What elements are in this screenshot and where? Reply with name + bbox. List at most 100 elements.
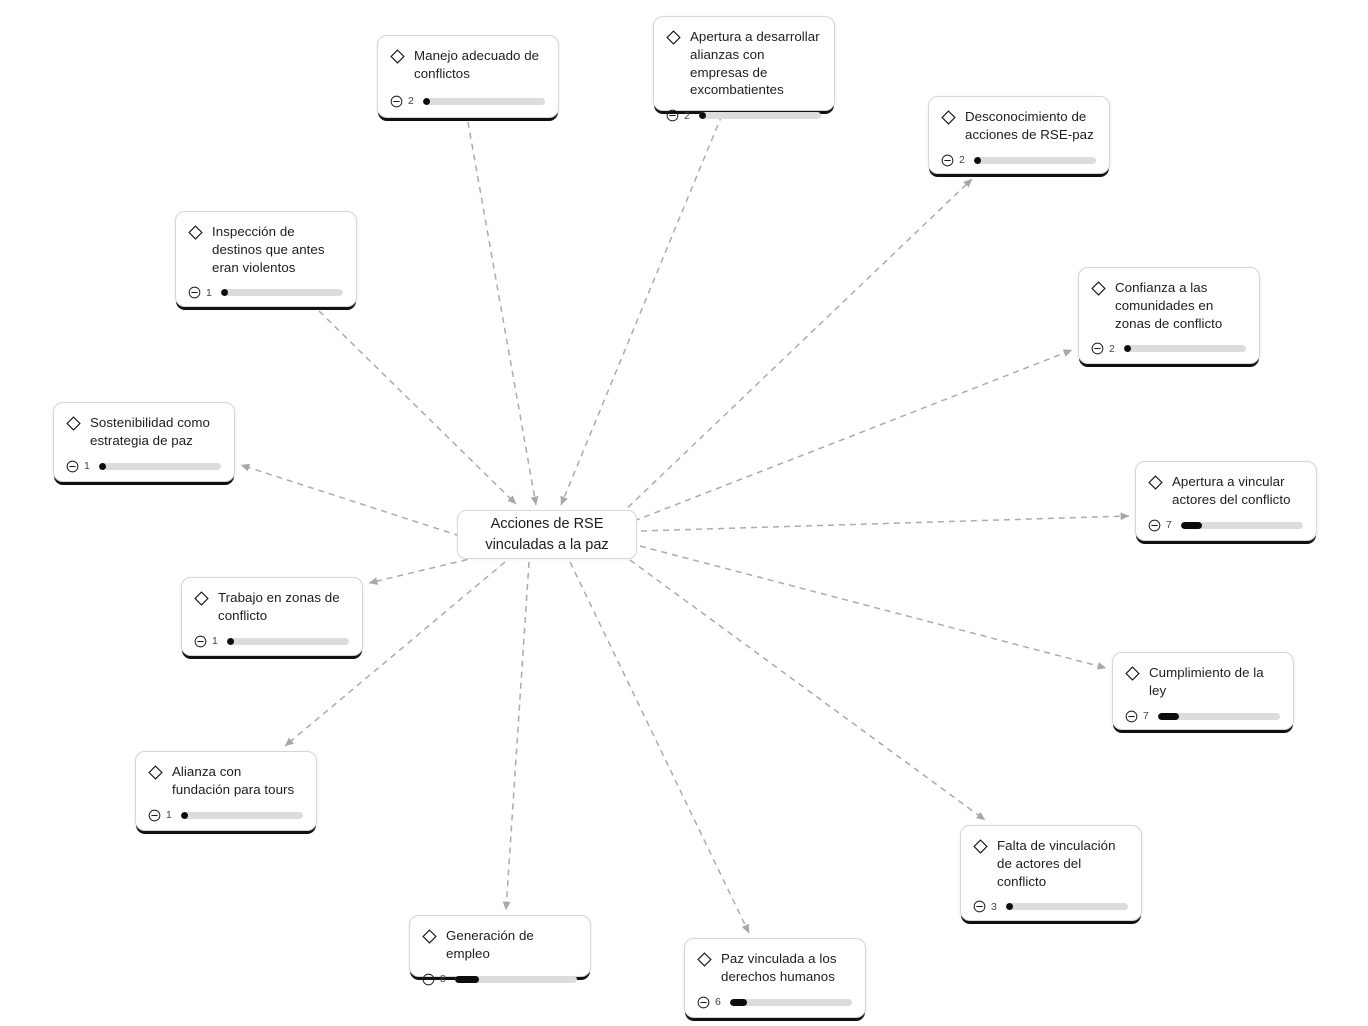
card-footer: 2 xyxy=(666,109,821,122)
card-title: Confianza a las comunidades en zonas de … xyxy=(1115,280,1223,331)
card-title: Sostenibilidad como estrategia de paz xyxy=(90,415,210,448)
reference-count: 2 xyxy=(684,109,690,122)
minus-circle-icon[interactable] xyxy=(194,635,207,648)
card-header: Generación de empleo xyxy=(422,927,577,963)
card-header: Apertura a desarrollar alianzas con empr… xyxy=(666,28,821,99)
minus-circle-icon[interactable] xyxy=(697,996,710,1009)
card-title: Inspección de destinos que antes eran vi… xyxy=(212,224,325,275)
diamond-icon xyxy=(973,839,988,854)
concept-card-apertura-alianzas-excombatientes[interactable]: Apertura a desarrollar alianzas con empr… xyxy=(653,16,835,122)
weight-bar-track[interactable] xyxy=(99,462,221,470)
edge-desconocimiento-rse-paz xyxy=(619,178,973,516)
concept-card-inspeccion-destinos[interactable]: Inspección de destinos que antes eran vi… xyxy=(175,211,357,307)
card-header: Confianza a las comunidades en zonas de … xyxy=(1091,279,1246,332)
diamond-icon xyxy=(66,416,81,431)
card-header: Trabajo en zonas de conflicto xyxy=(194,589,349,625)
diamond-icon xyxy=(390,49,405,64)
center-node-label: Acciones de RSE vinculadas a la paz xyxy=(485,515,609,553)
card-title: Cumplimiento de la ley xyxy=(1149,665,1264,698)
card-title: Generación de empleo xyxy=(446,928,534,961)
reference-count: 6 xyxy=(715,995,721,1008)
card-title: Apertura a desarrollar alianzas con empr… xyxy=(690,29,820,98)
center-node[interactable]: Acciones de RSE vinculadas a la paz xyxy=(457,510,637,559)
diamond-icon xyxy=(188,225,203,240)
edge-apertura-vincular-actores xyxy=(640,512,1130,532)
weight-bar-fill xyxy=(99,462,106,470)
edge-falta-vinculacion-actores xyxy=(629,559,986,821)
card-title: Paz vinculada a los derechos humanos xyxy=(721,951,837,984)
edge-trabajo-zonas-conflicto xyxy=(368,556,479,585)
card-header: Sostenibilidad como estrategia de paz xyxy=(66,414,221,450)
card-title: Falta de vinculación de actores del conf… xyxy=(997,838,1116,889)
diamond-icon xyxy=(941,110,956,125)
card-footer: 3 xyxy=(973,900,1128,913)
weight-bar-track[interactable] xyxy=(730,998,852,1006)
weight-bar-track[interactable] xyxy=(221,289,343,297)
edge-sostenibilidad-estrategia-paz xyxy=(240,463,461,537)
minus-circle-icon[interactable] xyxy=(1148,519,1161,532)
card-footer: 7 xyxy=(1125,710,1280,723)
weight-bar-track[interactable] xyxy=(1158,712,1280,720)
card-footer: 1 xyxy=(148,809,303,822)
reference-count: 7 xyxy=(1166,518,1172,531)
weight-bar-fill xyxy=(423,98,430,105)
concept-card-confianza-comunidades[interactable]: Confianza a las comunidades en zonas de … xyxy=(1078,267,1260,364)
concept-card-trabajo-zonas-conflicto[interactable]: Trabajo en zonas de conflicto 1 xyxy=(181,577,363,656)
concept-card-cumplimiento-ley[interactable]: Cumplimiento de la ley 7 xyxy=(1112,652,1294,730)
weight-bar-fill xyxy=(455,975,480,983)
minus-circle-icon[interactable] xyxy=(188,286,201,299)
minus-circle-icon[interactable] xyxy=(941,154,954,167)
concept-card-manejo-conflictos[interactable]: Manejo adecuado de conflictos 2 xyxy=(377,35,559,118)
minus-circle-icon[interactable] xyxy=(148,809,161,822)
card-header: Paz vinculada a los derechos humanos xyxy=(697,950,852,986)
concept-card-apertura-vincular-actores[interactable]: Apertura a vincular actores del conflict… xyxy=(1135,461,1317,541)
weight-bar-fill xyxy=(181,811,188,819)
reference-count: 1 xyxy=(212,634,218,647)
edge-cumplimiento-ley xyxy=(639,545,1107,670)
edge-apertura-alianzas-excombatientes xyxy=(560,114,723,506)
diamond-icon xyxy=(1148,475,1163,490)
edge-manejo-conflictos xyxy=(467,121,539,506)
card-footer: 2 xyxy=(1091,342,1246,355)
minus-circle-icon[interactable] xyxy=(390,95,403,108)
weight-bar-fill xyxy=(221,289,228,297)
weight-bar-track[interactable] xyxy=(455,975,577,983)
diamond-icon xyxy=(148,765,163,780)
weight-bar-track[interactable] xyxy=(1181,521,1303,529)
reference-count: 1 xyxy=(166,808,172,821)
weight-bar-track[interactable] xyxy=(181,811,303,819)
minus-circle-icon[interactable] xyxy=(666,109,679,122)
concept-card-falta-vinculacion-actores[interactable]: Falta de vinculación de actores del conf… xyxy=(960,825,1142,921)
weight-bar-fill xyxy=(730,998,748,1006)
edge-confianza-comunidades xyxy=(633,349,1073,522)
weight-bar-fill xyxy=(1006,903,1014,911)
card-header: Manejo adecuado de conflictos xyxy=(390,47,545,83)
reference-count: 2 xyxy=(408,95,414,108)
weight-bar-track[interactable] xyxy=(423,98,545,105)
diamond-icon xyxy=(194,591,209,606)
weight-bar-track[interactable] xyxy=(227,637,349,645)
minus-circle-icon[interactable] xyxy=(1125,710,1138,723)
card-footer: 2 xyxy=(941,154,1096,167)
minus-circle-icon[interactable] xyxy=(66,460,79,473)
weight-bar-fill xyxy=(1181,521,1202,529)
card-footer: 1 xyxy=(194,635,349,648)
weight-bar-track[interactable] xyxy=(974,156,1096,164)
minus-circle-icon[interactable] xyxy=(973,900,986,913)
diamond-icon xyxy=(666,30,681,45)
card-header: Falta de vinculación de actores del conf… xyxy=(973,837,1128,890)
weight-bar-fill xyxy=(1158,712,1179,720)
weight-bar-fill xyxy=(1124,345,1131,353)
weight-bar-track[interactable] xyxy=(1124,345,1246,353)
diamond-icon xyxy=(1091,281,1106,296)
minus-circle-icon[interactable] xyxy=(1091,342,1104,355)
weight-bar-track[interactable] xyxy=(1006,903,1128,911)
weight-bar-track[interactable] xyxy=(699,112,821,120)
minus-circle-icon[interactable] xyxy=(422,973,435,986)
